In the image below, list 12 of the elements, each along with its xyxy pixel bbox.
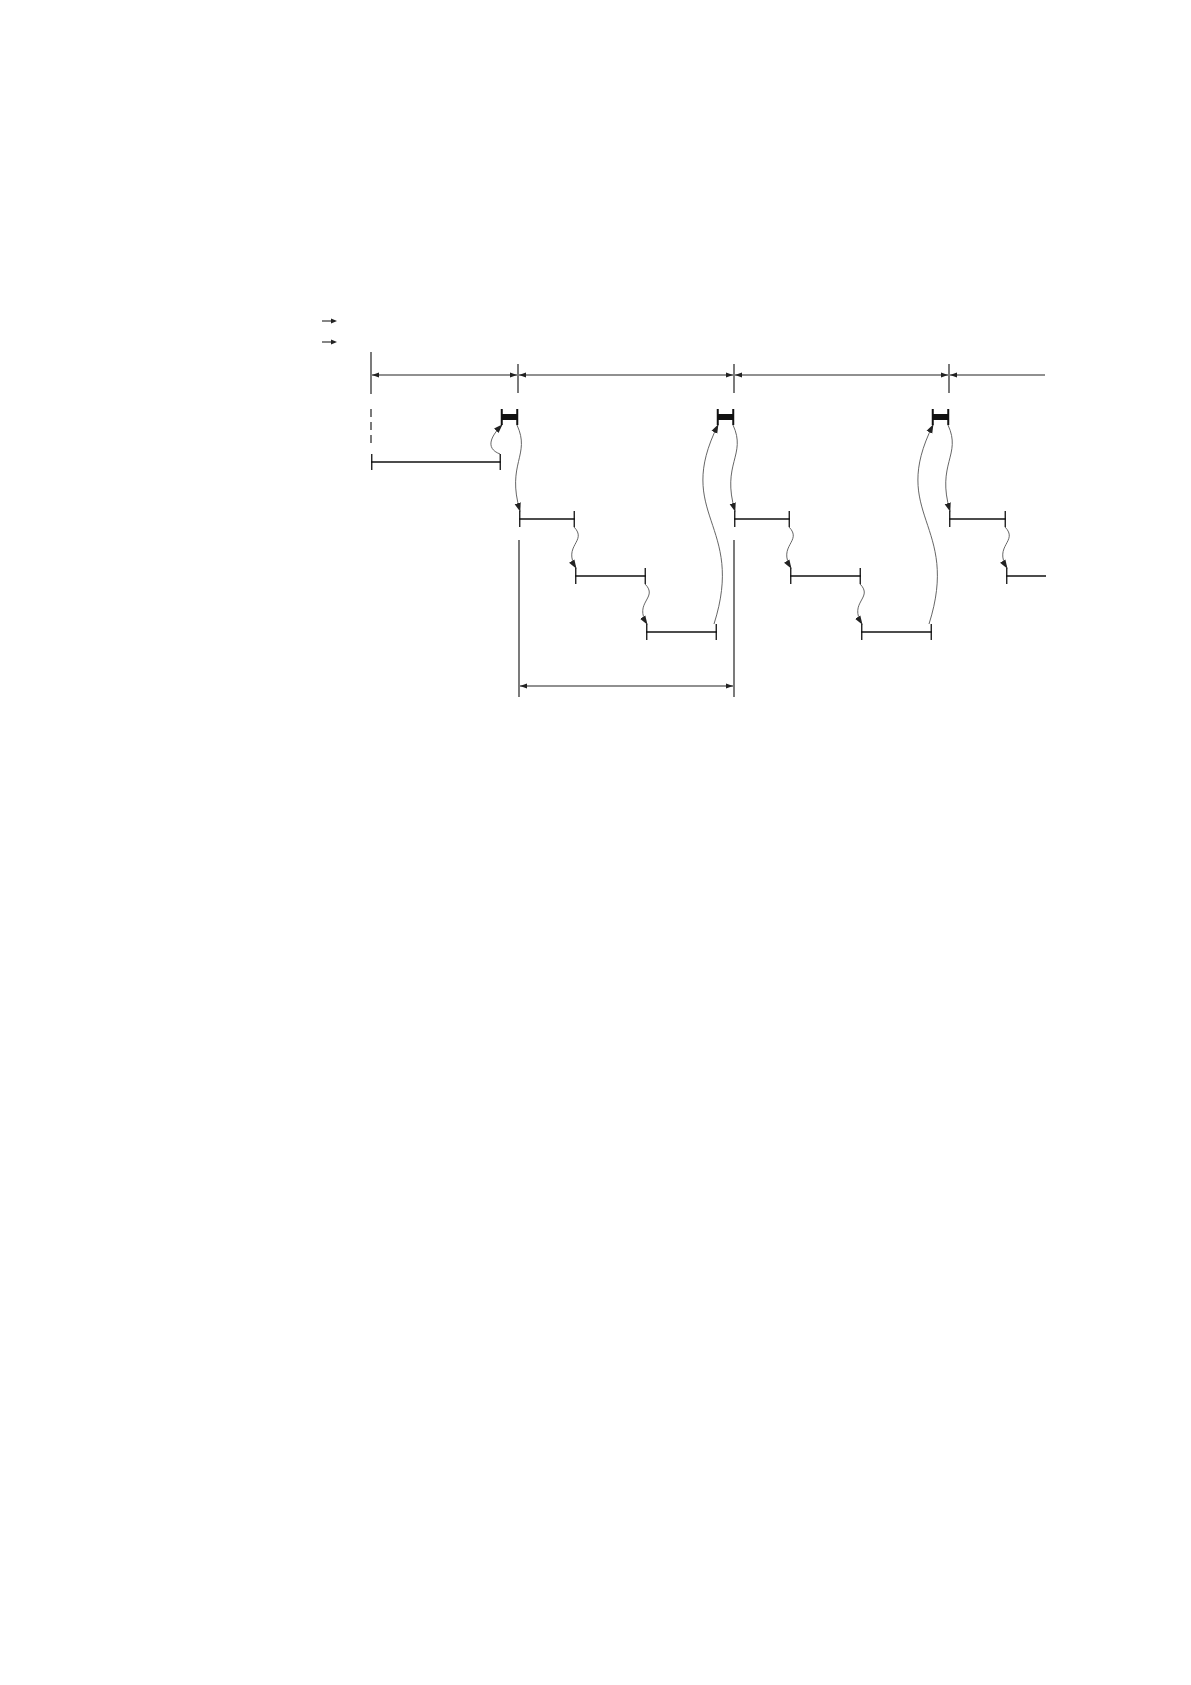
interval-bar: [646, 624, 717, 640]
interval-bar: [519, 511, 575, 527]
interval-bar: [790, 568, 861, 584]
interval-bar: [734, 511, 790, 527]
marker-bar: [717, 409, 734, 425]
interval-bar: [949, 511, 1006, 527]
interval-bar: [861, 624, 932, 640]
interval-bar: [1006, 568, 1046, 584]
interval-bar: [371, 454, 501, 470]
marker-bar: [501, 409, 518, 425]
marker-bar: [932, 409, 949, 425]
interval-bar: [575, 568, 646, 584]
